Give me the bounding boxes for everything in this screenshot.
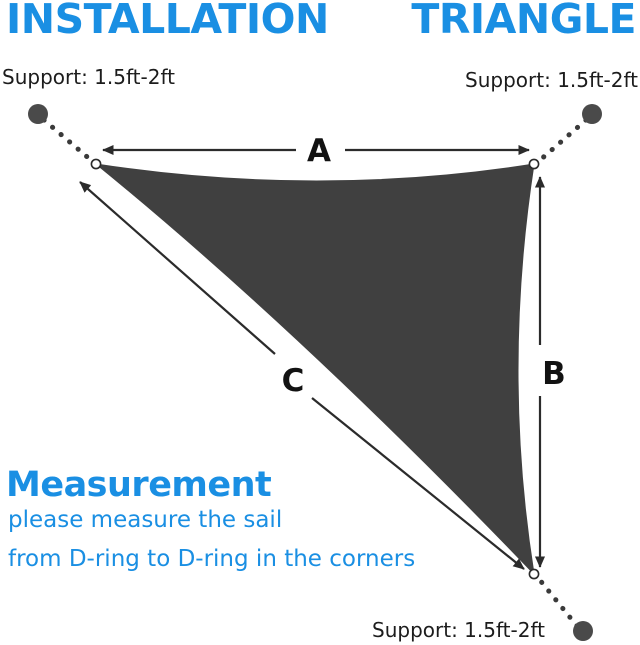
measurement-line-2: from D-ring to D-ring in the corners [8, 546, 415, 572]
page-title-triangle: TRIANGLE [411, 0, 636, 43]
measurement-heading: Measurement [6, 465, 271, 505]
d-ring-top-left [90, 158, 102, 170]
mount-line-bottom-right [536, 576, 580, 629]
mount-line-top-left [41, 117, 95, 164]
page-title-installation: INSTALLATION [6, 0, 329, 43]
dimension-arrow-c-downright [311, 397, 525, 570]
measurement-line-1: please measure the sail [8, 507, 282, 533]
mount-line-top-right [536, 117, 589, 164]
support-label-bottom-right: Support: 1.5ft-2ft [372, 618, 545, 642]
dimension-label-a: A [307, 133, 331, 169]
anchor-dot-top-left [28, 104, 48, 124]
dimension-label-c: C [282, 363, 305, 399]
support-label-top-left: Support: 1.5ft-2ft [2, 65, 175, 89]
d-ring-top-right [528, 158, 540, 170]
d-ring-bottom-right [528, 568, 540, 580]
anchor-dot-top-right [582, 104, 602, 124]
support-label-top-right: Support: 1.5ft-2ft [465, 68, 638, 92]
shade-sail-shape [94, 163, 535, 576]
anchor-dot-bottom-right [573, 621, 593, 641]
dimension-arrow-c-upleft [79, 181, 276, 355]
dimension-label-b: B [542, 356, 566, 392]
